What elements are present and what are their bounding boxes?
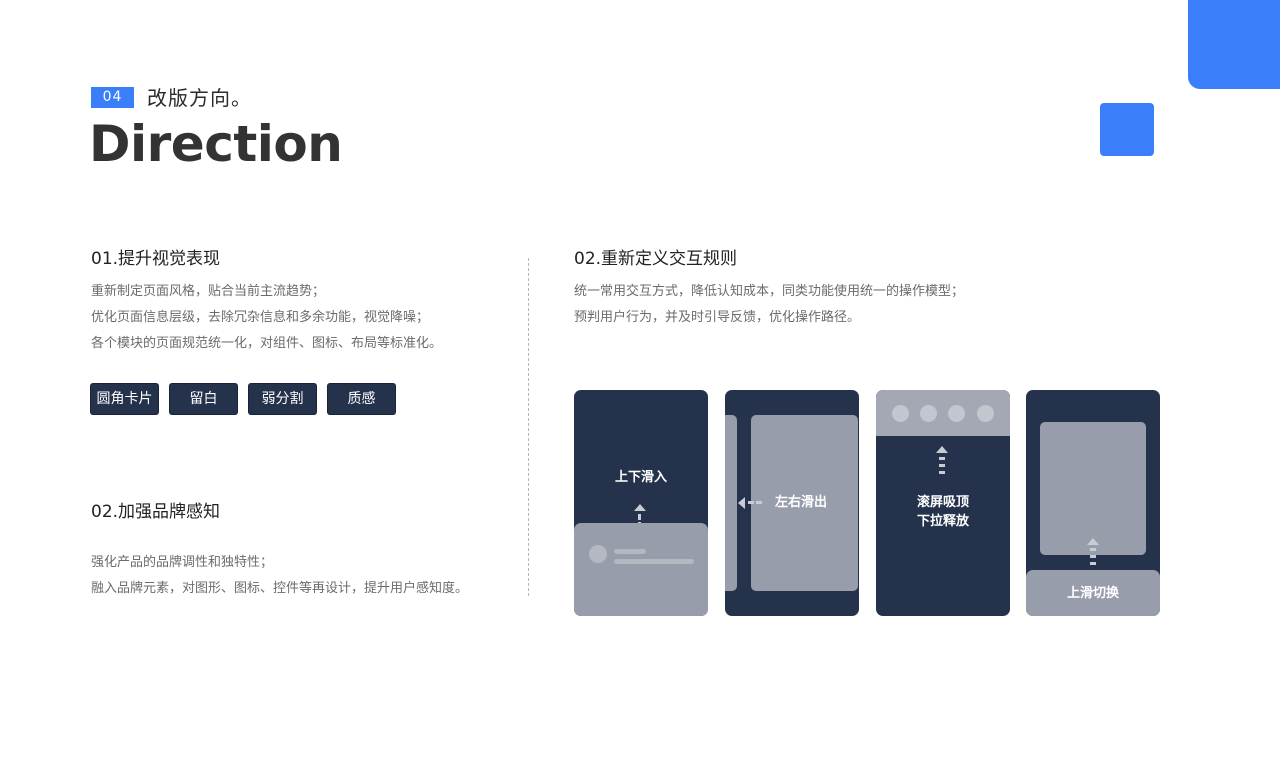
arrow-dash xyxy=(1090,555,1096,558)
interaction-line-2: 预判用户行为，并及时引导反馈，优化操作路径。 xyxy=(574,310,861,325)
dot-placeholder xyxy=(948,405,965,422)
dot-placeholder xyxy=(892,405,909,422)
dot-placeholder xyxy=(920,405,937,422)
card-slide-out: 左右滑出 xyxy=(725,390,859,616)
visual-heading: 01.提升视觉表现 xyxy=(91,249,221,269)
arrow-dash xyxy=(1090,548,1096,551)
sticky-header xyxy=(876,390,1010,436)
card-slide-in: 上下滑入 xyxy=(574,390,708,616)
arrow-dash xyxy=(748,501,754,504)
arrow-dash xyxy=(1090,562,1096,565)
interaction-heading: 02.重新定义交互规则 xyxy=(574,249,738,269)
arrow-left-icon xyxy=(738,497,745,509)
bottom-sheet: 上滑切换 xyxy=(1026,570,1160,616)
arrow-dash xyxy=(756,501,762,504)
avatar-placeholder xyxy=(589,545,607,563)
dot-placeholder xyxy=(977,405,994,422)
tag-texture: 质感 xyxy=(328,384,395,414)
arrow-dash xyxy=(638,514,641,520)
brand-line-1: 强化产品的品牌调性和独特性； xyxy=(91,555,274,570)
accent-square xyxy=(1100,103,1154,156)
visual-description: 重新制定页面风格，贴合当前主流趋势； 优化页面信息层级，去除冗杂信息和多余功能，… xyxy=(91,279,442,357)
interaction-description: 统一常用交互方式，降低认知成本，同类功能使用统一的操作模型； 预判用户行为，并及… xyxy=(574,279,964,331)
section-title-cn: 改版方向。 xyxy=(147,86,252,110)
card-slide-out-label: 左右滑出 xyxy=(775,495,828,510)
arrow-up-icon xyxy=(936,446,948,453)
section-number-badge: 04 xyxy=(91,87,134,108)
dashed-divider xyxy=(528,258,529,596)
card-sticky-label-2: 下拉释放 xyxy=(916,514,969,529)
brand-heading: 02.加强品牌感知 xyxy=(91,502,221,522)
text-placeholder xyxy=(614,559,694,564)
card-sticky-scroll: 滚屏吸顶 下拉释放 xyxy=(876,390,1010,616)
arrow-up-icon xyxy=(1087,538,1099,545)
text-placeholder xyxy=(614,549,646,554)
previous-panel xyxy=(725,415,737,591)
card-swipe-switch: 上滑切换 xyxy=(1026,390,1160,616)
corner-accent-block xyxy=(1188,0,1280,89)
tag-weak-division: 弱分割 xyxy=(249,384,316,414)
sliding-panel xyxy=(574,523,708,616)
arrow-dash xyxy=(939,464,945,467)
card-swipe-switch-label: 上滑切换 xyxy=(1066,586,1119,601)
card-slide-in-label: 上下滑入 xyxy=(614,470,667,485)
page-title: Direction xyxy=(89,115,343,173)
current-panel xyxy=(751,415,858,591)
content-panel xyxy=(1040,422,1146,555)
visual-line-1: 重新制定页面风格，贴合当前主流趋势； xyxy=(91,284,326,299)
tag-rounded-card: 圆角卡片 xyxy=(91,384,158,414)
arrow-dash xyxy=(939,457,945,460)
card-sticky-label-1: 滚屏吸顶 xyxy=(916,495,969,510)
brand-line-2: 融入品牌元素，对图形、图标、控件等再设计，提升用户感知度。 xyxy=(91,581,469,596)
tag-whitespace: 留白 xyxy=(170,384,237,414)
visual-line-2: 优化页面信息层级，去除冗杂信息和多余功能，视觉降噪； xyxy=(91,310,430,325)
visual-line-3: 各个模块的页面规范统一化，对组件、图标、布局等标准化。 xyxy=(91,336,443,351)
interaction-line-1: 统一常用交互方式，降低认知成本，同类功能使用统一的操作模型； xyxy=(574,284,965,299)
arrow-up-icon xyxy=(634,504,646,511)
brand-description: 强化产品的品牌调性和独特性； 融入品牌元素，对图形、图标、控件等再设计，提升用户… xyxy=(91,550,468,602)
arrow-dash xyxy=(939,471,945,474)
